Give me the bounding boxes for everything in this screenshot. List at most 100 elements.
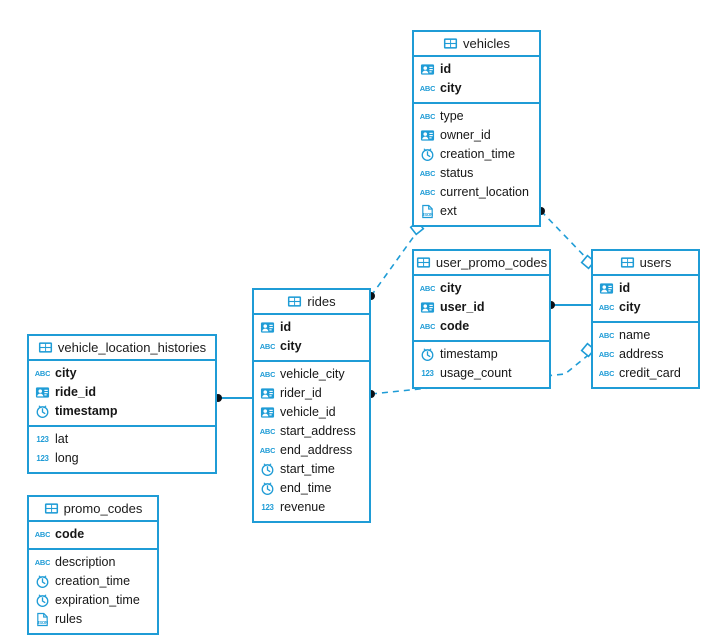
id-badge-icon: [35, 385, 50, 400]
field-row-ride_id[interactable]: ride_id: [29, 383, 215, 402]
field-label: id: [440, 62, 452, 77]
table-grid-icon: [38, 340, 53, 355]
id-badge-icon: [260, 405, 275, 420]
field-row-end_address[interactable]: ABC end_address: [254, 441, 369, 460]
json-document-icon: JSON: [420, 204, 435, 219]
abc-text-icon: ABC: [420, 185, 435, 200]
field-label: current_location: [440, 185, 529, 200]
number-123-icon: 123: [420, 366, 435, 381]
field-label: name: [619, 328, 651, 343]
field-label: vehicle_id: [280, 405, 336, 420]
field-label: rider_id: [280, 386, 322, 401]
field-row-vehicle_id[interactable]: vehicle_id: [254, 403, 369, 422]
svg-text:ABC: ABC: [35, 558, 50, 567]
id-badge-icon: [260, 386, 275, 401]
field-label: expiration_time: [55, 593, 140, 608]
field-label: revenue: [280, 500, 326, 515]
clock-icon: [35, 404, 50, 419]
field-row-timestamp[interactable]: timestamp: [29, 402, 215, 421]
field-row-id[interactable]: id: [254, 318, 369, 337]
table-title: promo_codes: [63, 501, 143, 516]
table-header-rides[interactable]: rides: [254, 290, 369, 315]
svg-text:123: 123: [36, 435, 49, 444]
abc-text-icon: ABC: [599, 300, 614, 315]
table-header-users[interactable]: users: [593, 251, 698, 276]
table-header-user_promo_codes[interactable]: user_promo_codes: [414, 251, 549, 276]
field-row-creation_time[interactable]: creation_time: [414, 145, 539, 164]
abc-text-icon: ABC: [260, 424, 275, 439]
abc-text-icon: ABC: [35, 527, 50, 542]
field-label: start_time: [280, 462, 335, 477]
svg-text:ABC: ABC: [260, 446, 275, 455]
abc-text-icon: ABC: [599, 366, 614, 381]
field-row-address[interactable]: ABC address: [593, 345, 698, 364]
field-label: end_address: [280, 443, 353, 458]
svg-text:ABC: ABC: [420, 322, 435, 331]
field-row-current_location[interactable]: ABC current_location: [414, 183, 539, 202]
svg-text:123: 123: [261, 503, 274, 512]
field-row-user_id[interactable]: user_id: [414, 298, 549, 317]
field-label: address: [619, 347, 664, 362]
field-label: lat: [55, 432, 69, 447]
table-title: user_promo_codes: [435, 255, 548, 270]
svg-text:ABC: ABC: [599, 303, 614, 312]
field-row-expiration_time[interactable]: expiration_time: [29, 591, 157, 610]
table-grid-icon: [44, 501, 59, 516]
table-title: vehicles: [463, 36, 510, 51]
abc-text-icon: ABC: [599, 347, 614, 362]
field-row-timestamp[interactable]: timestamp: [414, 345, 549, 364]
abc-text-icon: ABC: [420, 81, 435, 96]
field-label: creation_time: [55, 574, 131, 589]
field-row-owner_id[interactable]: owner_id: [414, 126, 539, 145]
abc-text-icon: ABC: [35, 555, 50, 570]
field-row-id[interactable]: id: [414, 60, 539, 79]
table-header-promo_codes[interactable]: promo_codes: [29, 497, 157, 522]
id-badge-icon: [420, 300, 435, 315]
field-row-rider_id[interactable]: rider_id: [254, 384, 369, 403]
field-row-end_time[interactable]: end_time: [254, 479, 369, 498]
field-label: type: [440, 109, 464, 124]
field-row-creation_time[interactable]: creation_time: [29, 572, 157, 591]
field-row-lat[interactable]: 123 lat: [29, 430, 215, 449]
field-label: timestamp: [55, 404, 118, 419]
number-123-icon: 123: [260, 500, 275, 515]
table-title: users: [639, 255, 672, 270]
table-title: rides: [307, 294, 336, 309]
svg-text:ABC: ABC: [420, 84, 435, 93]
field-row-revenue[interactable]: 123 revenue: [254, 498, 369, 517]
table-header-vehicle_location_histories[interactable]: vehicle_location_histories: [29, 336, 215, 361]
field-row-start_time[interactable]: start_time: [254, 460, 369, 479]
field-row-id[interactable]: id: [593, 279, 698, 298]
table-header-vehicles[interactable]: vehicles: [414, 32, 539, 57]
